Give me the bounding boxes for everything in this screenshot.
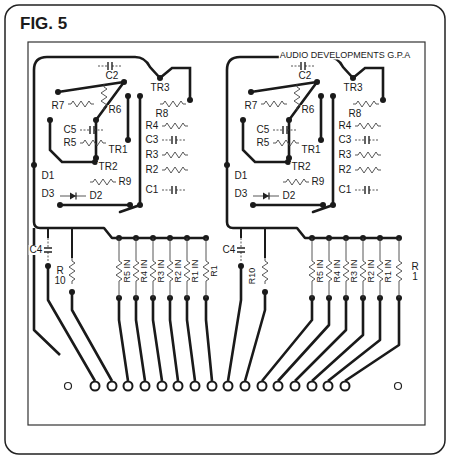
component-label: C5 bbox=[63, 125, 78, 135]
component-label: D1 bbox=[234, 171, 249, 181]
component-label: R 10 bbox=[53, 266, 68, 286]
component-label: TR3 bbox=[150, 83, 171, 93]
board-outline bbox=[28, 42, 425, 425]
component-label: C3 bbox=[338, 135, 353, 145]
component-label: R3 bbox=[145, 150, 160, 160]
amplifier-channel bbox=[224, 57, 402, 301]
component-label: R6 bbox=[108, 105, 123, 115]
component-label: R 1 bbox=[408, 262, 423, 282]
component-label: R5 IN bbox=[123, 258, 132, 283]
component-label: R3 bbox=[338, 150, 353, 160]
maker-name: AUDIO DEVELOPMENTS G.P.A bbox=[279, 51, 411, 60]
component-label: R2 IN bbox=[174, 258, 183, 283]
component-label: R4 IN bbox=[333, 258, 342, 283]
component-label: C4 bbox=[222, 245, 237, 255]
component-label: TR1 bbox=[301, 145, 322, 155]
component-label: TR2 bbox=[98, 162, 119, 172]
component-label: R7 bbox=[244, 101, 259, 111]
component-label: R4 bbox=[145, 121, 160, 131]
figure-frame bbox=[5, 5, 445, 454]
pcb-traces bbox=[34, 228, 399, 381]
component-label: R4 bbox=[338, 121, 353, 131]
amplifier-channel bbox=[31, 57, 209, 301]
component-label: C1 bbox=[145, 185, 160, 195]
mounting-hole bbox=[65, 383, 402, 390]
component-label: R5 IN bbox=[316, 258, 325, 283]
component-label: R10 bbox=[248, 267, 257, 286]
component-label: R1 bbox=[210, 264, 219, 278]
component-label: R5 bbox=[63, 138, 78, 148]
component-label: D3 bbox=[234, 189, 249, 199]
component-label: R7 bbox=[51, 101, 66, 111]
component-label: D2 bbox=[89, 191, 104, 201]
component-label: R3 IN bbox=[350, 258, 359, 283]
component-label: C2 bbox=[105, 71, 120, 81]
component-label: D1 bbox=[41, 171, 56, 181]
component-label: R6 bbox=[301, 105, 316, 115]
edge-connector-pads bbox=[91, 382, 350, 391]
component-label: C5 bbox=[256, 125, 271, 135]
component-label: R9 bbox=[311, 177, 326, 187]
component-label: C1 bbox=[338, 185, 353, 195]
figure-title: FIG. 5 bbox=[20, 14, 67, 34]
component-label: R3 IN bbox=[157, 258, 166, 283]
component-label: R2 IN bbox=[367, 258, 376, 283]
component-label: R5 bbox=[256, 138, 271, 148]
component-label: D3 bbox=[41, 189, 56, 199]
component-label: R2 bbox=[145, 165, 160, 175]
component-label: R4 IN bbox=[140, 258, 149, 283]
component-label: TR2 bbox=[291, 162, 312, 172]
component-label: TR3 bbox=[343, 83, 364, 93]
component-label: C2 bbox=[298, 71, 313, 81]
component-label: R8 bbox=[155, 109, 170, 119]
component-label: TR1 bbox=[108, 145, 129, 155]
component-label: R2 bbox=[338, 165, 353, 175]
component-label: R1 IN bbox=[384, 258, 393, 283]
component-label: C4 bbox=[29, 245, 44, 255]
component-label: R1 IN bbox=[191, 258, 200, 283]
component-label: R9 bbox=[118, 177, 133, 187]
component-label: C3 bbox=[145, 135, 160, 145]
component-label: D2 bbox=[282, 191, 297, 201]
component-label: R8 bbox=[348, 109, 363, 119]
